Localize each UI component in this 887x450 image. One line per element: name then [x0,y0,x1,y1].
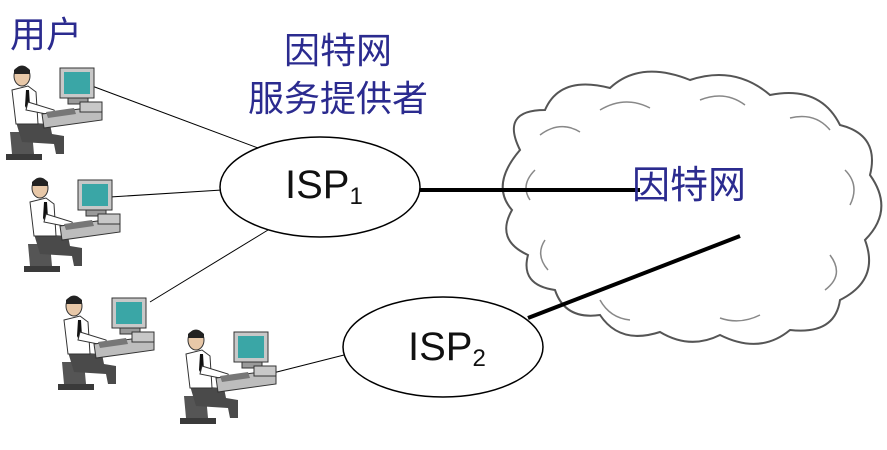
isp1-node [219,136,421,238]
isp1-label: ISP1 [285,163,363,211]
user-at-computer-icon [5,65,103,161]
internet-label: 因特网 [632,163,747,207]
user-at-computer-icon [179,329,277,425]
isp1-name: ISP [285,163,350,207]
link-user4-isp2 [264,353,349,376]
isp-provider-label: 因特网 服务提供者 [228,28,448,124]
isp1-subscript: 1 [349,183,363,210]
internet-cloud [501,70,883,345]
isp2-node [342,296,544,398]
user-at-computer-icon [23,177,121,273]
isp-provider-label-line1: 因特网 [283,31,392,72]
link-user3-isp1 [149,229,269,303]
isp2-label: ISP2 [408,325,486,373]
isp-provider-label-line2: 服务提供者 [247,79,428,120]
isp2-name: ISP [408,325,473,369]
link-user1-isp1 [91,85,259,149]
user-at-computer-icon [57,295,155,391]
isp2-subscript: 2 [472,345,486,372]
link-isp2-internet [527,234,741,320]
link-user2-isp1 [109,189,223,198]
users-label: 用户 [10,15,83,56]
